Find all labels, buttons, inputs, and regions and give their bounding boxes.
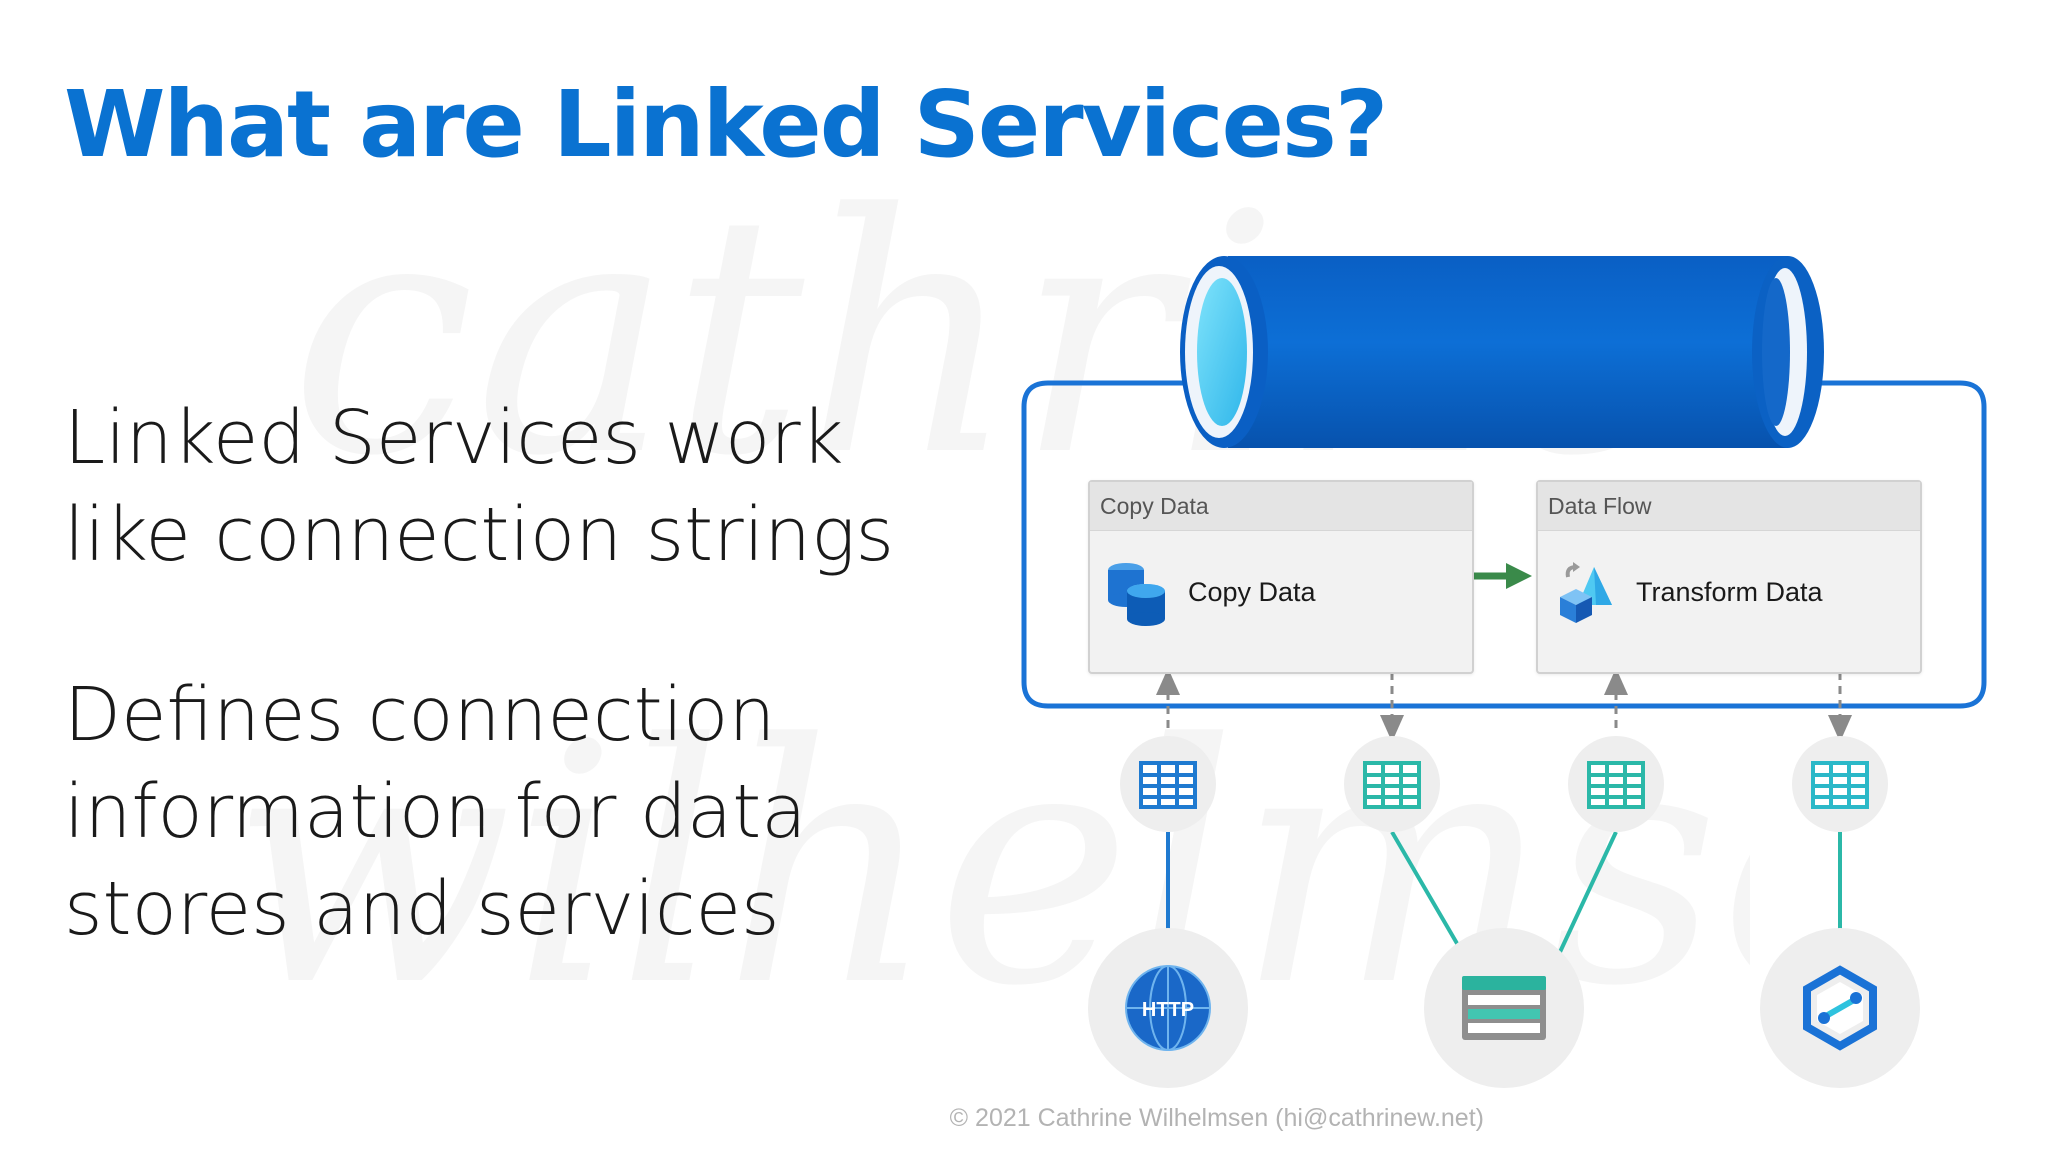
bullet-list: Linked Services work like connection str… bbox=[64, 390, 964, 1041]
dataset-connectors bbox=[1156, 668, 1852, 742]
bullet-2-line-2: information for data bbox=[64, 769, 807, 855]
linked-service-connectors bbox=[1166, 830, 1842, 954]
storage-account-icon bbox=[1462, 976, 1546, 1040]
activity-data-flow[interactable]: Data Flow Transform Data bbox=[1536, 480, 1922, 674]
activity-copy-data[interactable]: Copy Data Copy Data bbox=[1088, 480, 1474, 674]
dataset-4 bbox=[1792, 736, 1888, 832]
bullet-2: Defines connection information for data … bbox=[64, 667, 964, 958]
activity-success-arrow bbox=[1472, 563, 1532, 589]
bullet-1-line-1: Linked Services work bbox=[64, 395, 844, 481]
activity-label: Copy Data bbox=[1188, 577, 1316, 607]
dataset-2 bbox=[1344, 736, 1440, 832]
dataset-table-icon bbox=[1363, 761, 1421, 809]
dataset-1 bbox=[1120, 736, 1216, 832]
dataset-table-icon bbox=[1139, 761, 1197, 809]
http-globe-icon: HTTP bbox=[1125, 965, 1211, 1051]
dataset-table-icon bbox=[1587, 761, 1645, 809]
dataset-3 bbox=[1568, 736, 1664, 832]
copyright-footer: © 2021 Cathrine Wilhelmsen (hi@cathrinew… bbox=[949, 1104, 1484, 1132]
activity-label: Transform Data bbox=[1636, 577, 1823, 607]
http-label: HTTP bbox=[1142, 999, 1194, 1021]
bullet-1-line-2: like connection strings bbox=[64, 492, 895, 578]
linked-service-http: HTTP bbox=[1088, 928, 1248, 1088]
bullet-1: Linked Services work like connection str… bbox=[64, 390, 964, 584]
transform-data-icon bbox=[1560, 562, 1612, 623]
linked-service-synapse bbox=[1760, 928, 1920, 1088]
slide-title: What are Linked Services? bbox=[64, 71, 1388, 178]
pipeline-outline bbox=[1021, 380, 1987, 709]
copy-data-icon bbox=[1108, 563, 1165, 626]
activity-header: Data Flow bbox=[1538, 482, 1920, 531]
activity-header: Copy Data bbox=[1090, 482, 1472, 531]
dataset-table-icon bbox=[1811, 761, 1869, 809]
linked-service-storage bbox=[1424, 928, 1584, 1088]
bullet-2-line-1: Defines connection bbox=[64, 672, 776, 758]
synapse-icon bbox=[1803, 965, 1877, 1051]
bullet-2-line-3: stores and services bbox=[64, 866, 780, 952]
pipeline-icon bbox=[1180, 256, 1824, 448]
